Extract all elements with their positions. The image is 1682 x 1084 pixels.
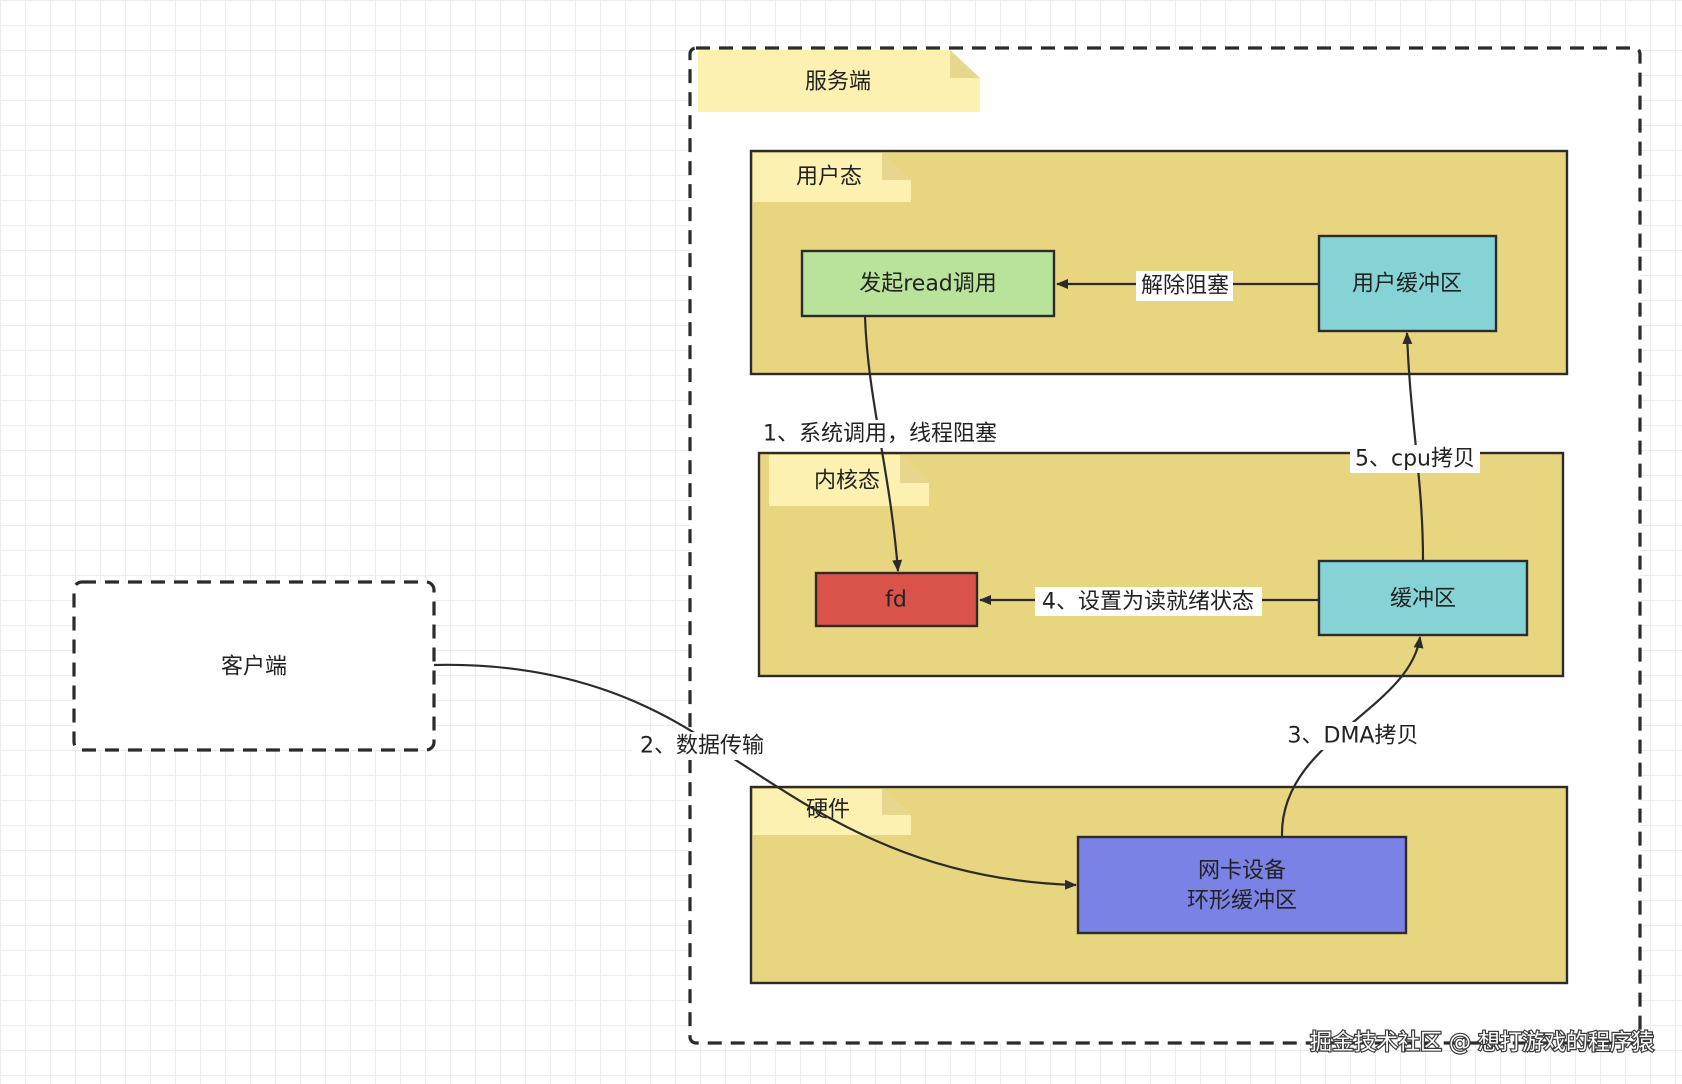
svg-text:4、设置为读就绪状态: 4、设置为读就绪状态 — [1042, 590, 1254, 615]
svg-text:3、DMA拷贝: 3、DMA拷贝 — [1288, 724, 1419, 749]
read-call-node: 发起read调用 — [800, 249, 1056, 318]
fd-label: fd — [885, 588, 907, 613]
kernel-buffer-label: 缓冲区 — [1390, 587, 1456, 612]
user-buffer-label: 用户缓冲区 — [1352, 272, 1462, 297]
watermark: 掘金技术社区 @ 想打游戏的程序猿 — [1310, 1031, 1654, 1056]
fd-node: fd — [814, 571, 979, 628]
hardware-label: 硬件 — [806, 798, 850, 823]
label-step3: 3、DMA拷贝 — [1278, 722, 1423, 750]
nic-node: 网卡设备 环形缓冲区 — [1076, 835, 1408, 935]
svg-text:解除阻塞: 解除阻塞 — [1141, 274, 1229, 299]
svg-text:2、数据传输: 2、数据传输 — [640, 734, 764, 759]
label-step5: 5、cpu拷贝 — [1350, 445, 1480, 473]
client-box: 客户端 — [72, 580, 436, 752]
nic-label-line2: 环形缓冲区 — [1187, 889, 1297, 914]
label-step2: 2、数据传输 — [632, 732, 772, 760]
label-step1: 1、系统调用，线程阻塞 — [755, 420, 1005, 448]
client-label: 客户端 — [221, 655, 287, 680]
nic-label-line1: 网卡设备 — [1198, 859, 1286, 884]
server-note: 服务端 — [698, 50, 980, 112]
server-label: 服务端 — [805, 70, 871, 95]
user-mode-label: 用户态 — [796, 165, 862, 190]
kernel-buffer-node: 缓冲区 — [1317, 559, 1529, 637]
svg-text:5、cpu拷贝: 5、cpu拷贝 — [1355, 447, 1475, 472]
read-call-label: 发起read调用 — [859, 272, 997, 297]
label-step4: 4、设置为读就绪状态 — [1035, 587, 1262, 616]
user-buffer-node: 用户缓冲区 — [1317, 234, 1498, 333]
svg-text:1、系统调用，线程阻塞: 1、系统调用，线程阻塞 — [763, 422, 997, 447]
label-unblock: 解除阻塞 — [1136, 271, 1233, 301]
kernel-mode-label: 内核态 — [814, 469, 880, 494]
